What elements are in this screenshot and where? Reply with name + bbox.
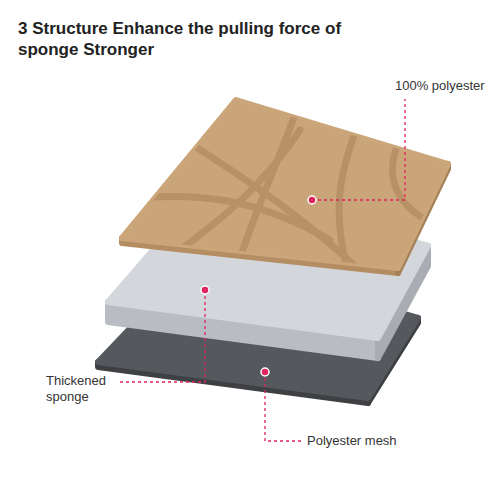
leader-line [120,99,405,441]
title: 3 Structure Enhance the pulling force of… [18,18,348,61]
callout-dot [201,196,316,376]
part-label: Thickened sponge [46,373,116,404]
part-label: Polyester mesh [307,433,427,449]
part-label: 100% polyester [395,78,495,94]
polyester-layer [120,100,460,290]
